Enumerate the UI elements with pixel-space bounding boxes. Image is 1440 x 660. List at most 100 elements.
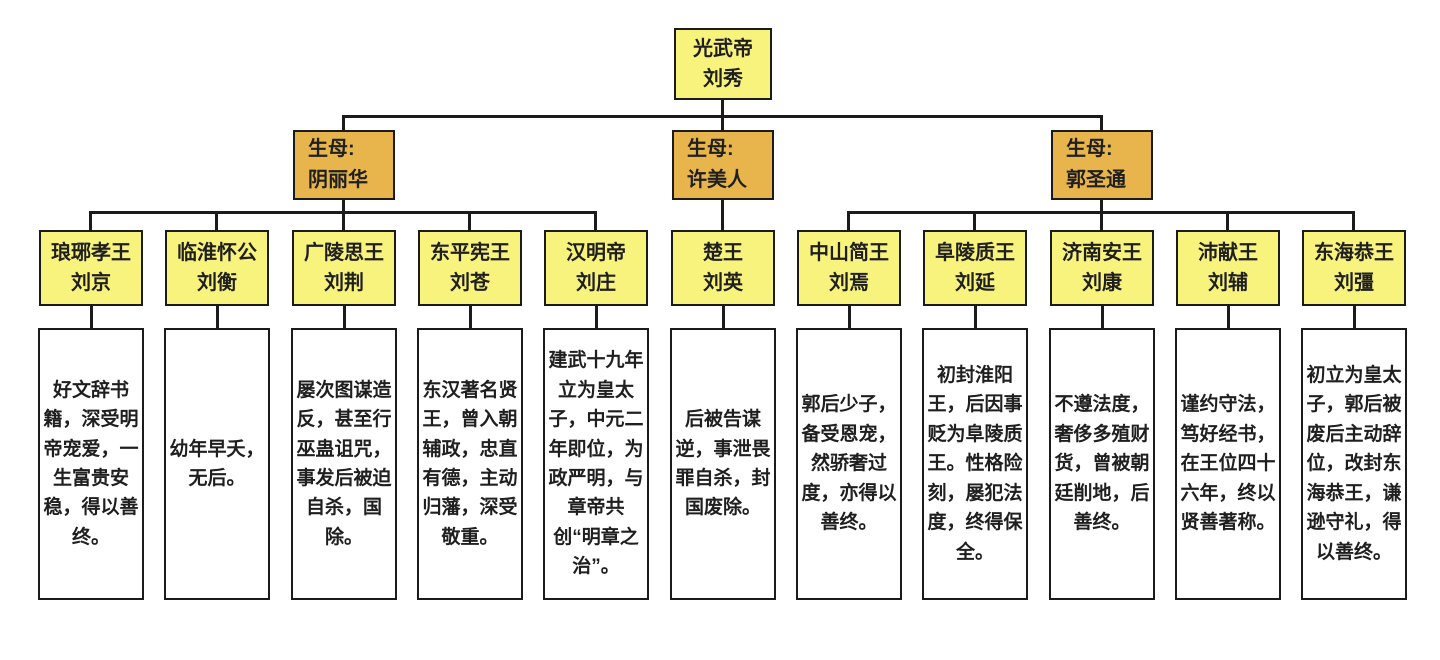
son-name: 刘京 <box>71 272 111 294</box>
connector-desc-stub <box>847 306 851 328</box>
connector-groupA-drop4 <box>468 211 471 230</box>
connector-desc-stub <box>89 306 93 328</box>
son-name: 刘彊 <box>1334 272 1374 294</box>
connector-groupC-drop5 <box>1352 211 1355 230</box>
description-text: 不遵法度，奢侈多殖财货，曾被朝廷削地，后善终。 <box>1054 394 1150 534</box>
son-column-liuqiang: 东海恭王 刘彊 初立为皇太子，郭后被废后主动辞位，改封东海恭王，谦逊守礼，得以善… <box>1301 230 1407 600</box>
connector-desc-stub <box>1226 306 1230 328</box>
son-title: 东海恭王 <box>1314 242 1394 264</box>
connector-mother3-drop <box>1100 115 1103 131</box>
connector-groupA-drop5 <box>594 211 597 230</box>
son-node-liucang: 东平宪王 刘苍 <box>418 230 522 306</box>
mother-label: 生母: <box>1066 138 1113 160</box>
description-text: 郭后少子，备受恩宠，然骄奢过度，亦得以善终。 <box>801 394 897 534</box>
son-title: 琅琊孝王 <box>51 242 131 264</box>
son-column-liuyan: 中山简王 刘焉 郭后少子，备受恩宠，然骄奢过度，亦得以善终。 <box>796 230 902 600</box>
mother-node-yinlihua: 生母: 阴丽华 <box>293 130 395 200</box>
son-description-liuzhuang: 建武十九年立为皇太子，中元二年即位，为政严明，与章帝共创“明章之治”。 <box>543 328 649 600</box>
son-description-liuyan2: 初封淮阳王，后因事贬为阜陵质王。性格险刻，屡犯法度，终得保全。 <box>922 328 1028 600</box>
connector-mother1-drop <box>342 115 345 131</box>
mother-name: 许美人 <box>687 169 747 191</box>
son-node-liuqiang: 东海恭王 刘彊 <box>1302 230 1406 306</box>
connector-groupA-stem <box>342 200 345 214</box>
son-title: 中山简王 <box>809 242 889 264</box>
connector-desc-stub <box>1352 306 1356 328</box>
connector-desc-stub <box>215 306 219 328</box>
connector-desc-stub <box>721 306 725 328</box>
son-node-liuzhuang: 汉明帝 刘庄 <box>544 230 648 306</box>
son-title: 临淮怀公 <box>177 242 257 264</box>
connector-groupC-stem <box>1100 200 1103 214</box>
son-title: 济南安王 <box>1062 242 1142 264</box>
son-name: 刘延 <box>955 272 995 294</box>
son-description-liufu: 谨约守法，笃好经书，在王位四十六年，终以贤善著称。 <box>1175 328 1281 600</box>
connector-desc-stub <box>594 306 598 328</box>
description-text: 初立为皇太子，郭后被废后主动辞位，改封东海恭王，谦逊守礼，得以善终。 <box>1306 364 1402 563</box>
description-text: 建武十九年立为皇太子，中元二年即位，为政严明，与章帝共创“明章之治”。 <box>548 350 644 578</box>
son-name: 刘苍 <box>450 272 490 294</box>
son-name: 刘荆 <box>324 272 364 294</box>
son-title: 楚王 <box>703 242 743 264</box>
description-text: 幼年早夭，无后。 <box>169 438 265 489</box>
son-description-liujing2: 屡次图谋造反，甚至行巫蛊诅咒，事发后被迫自杀，国除。 <box>291 328 397 600</box>
son-column-liucang: 东平宪王 刘苍 东汉著名贤王，曾入朝辅政，忠直有德，主动归藩，深受敬重。 <box>417 230 523 600</box>
connector-groupC-drop2 <box>973 211 976 230</box>
description-text: 屡次图谋造反，甚至行巫蛊诅咒，事发后被迫自杀，国除。 <box>296 379 392 548</box>
connector-groupA-drop3 <box>342 211 345 230</box>
mother-label: 生母: <box>308 138 355 160</box>
son-title: 广陵思王 <box>304 242 384 264</box>
description-text: 好文辞书籍，深受明帝宠爱，一生富贵安稳，得以善终。 <box>43 379 139 548</box>
son-name: 刘衡 <box>197 272 237 294</box>
description-text: 东汉著名贤王，曾入朝辅政，忠直有德，主动归藩，深受敬重。 <box>422 379 518 548</box>
son-name: 刘焉 <box>829 272 869 294</box>
son-title: 阜陵质王 <box>935 242 1015 264</box>
son-name: 刘庄 <box>576 272 616 294</box>
son-title: 沛献王 <box>1198 242 1258 264</box>
mother-node-xumeiren: 生母: 许美人 <box>672 130 774 200</box>
connector-root-stem <box>721 100 724 117</box>
root-title: 光武帝 <box>693 38 753 60</box>
son-name: 刘辅 <box>1208 272 1248 294</box>
connector-groupA-drop2 <box>215 211 218 230</box>
description-text: 初封淮阳王，后因事贬为阜陵质王。性格险刻，屡犯法度，终得保全。 <box>927 364 1023 563</box>
son-description-liuheng: 幼年早夭，无后。 <box>164 328 270 600</box>
son-column-liuying: 楚王 刘英 后被告谋逆，事泄畏罪自杀，封国废除。 <box>670 230 776 600</box>
son-column-liujing: 琅琊孝王 刘京 好文辞书籍，深受明帝宠爱，一生富贵安稳，得以善终。 <box>38 230 144 600</box>
son-description-liuqiang: 初立为皇太子，郭后被废后主动辞位，改封东海恭王，谦逊守礼，得以善终。 <box>1301 328 1407 600</box>
son-node-liukang: 济南安王 刘康 <box>1050 230 1154 306</box>
son-description-liucang: 东汉著名贤王，曾入朝辅政，忠直有德，主动归藩，深受敬重。 <box>417 328 523 600</box>
son-column-liukang: 济南安王 刘康 不遵法度，奢侈多殖财货，曾被朝廷削地，后善终。 <box>1049 230 1155 600</box>
connector-groupC-drop3 <box>1100 211 1103 230</box>
son-node-liuying: 楚王 刘英 <box>671 230 775 306</box>
son-node-liufu: 沛献王 刘辅 <box>1176 230 1280 306</box>
son-node-liuyan2: 阜陵质王 刘延 <box>923 230 1027 306</box>
connector-desc-stub <box>342 306 346 328</box>
mother-name: 阴丽华 <box>308 169 368 191</box>
description-text: 后被告谋逆，事泄畏罪自杀，封国废除。 <box>675 409 771 519</box>
connector-mother2-drop <box>721 115 724 131</box>
son-column-liuheng: 临淮怀公 刘衡 幼年早夭，无后。 <box>164 230 270 600</box>
son-node-liujing: 琅琊孝王 刘京 <box>39 230 143 306</box>
connector-desc-stub <box>1100 306 1104 328</box>
son-description-liukang: 不遵法度，奢侈多殖财货，曾被朝廷削地，后善终。 <box>1049 328 1155 600</box>
son-node-liujing2: 广陵思王 刘荆 <box>292 230 396 306</box>
son-description-liuying: 后被告谋逆，事泄畏罪自杀，封国废除。 <box>670 328 776 600</box>
son-title: 汉明帝 <box>566 242 626 264</box>
connector-groupC-drop4 <box>1226 211 1229 230</box>
mother-node-guoshengtong: 生母: 郭圣通 <box>1051 130 1153 200</box>
son-description-liuyan: 郭后少子，备受恩宠，然骄奢过度，亦得以善终。 <box>796 328 902 600</box>
connector-desc-stub <box>468 306 472 328</box>
connector-desc-stub <box>973 306 977 328</box>
root-node-emperor-guangwu: 光武帝 刘秀 <box>674 28 772 100</box>
connector-groupB-stem <box>721 200 724 230</box>
son-column-liufu: 沛献王 刘辅 谨约守法，笃好经书，在王位四十六年，终以贤善著称。 <box>1175 230 1281 600</box>
description-text: 谨约守法，笃好经书，在王位四十六年，终以贤善著称。 <box>1180 394 1276 534</box>
son-node-liuyan: 中山简王 刘焉 <box>797 230 901 306</box>
connector-groupC-drop1 <box>847 211 850 230</box>
son-name: 刘英 <box>703 272 743 294</box>
mother-label: 生母: <box>687 138 734 160</box>
son-node-liuheng: 临淮怀公 刘衡 <box>165 230 269 306</box>
son-description-liujing: 好文辞书籍，深受明帝宠爱，一生富贵安稳，得以善终。 <box>38 328 144 600</box>
son-name: 刘康 <box>1082 272 1122 294</box>
